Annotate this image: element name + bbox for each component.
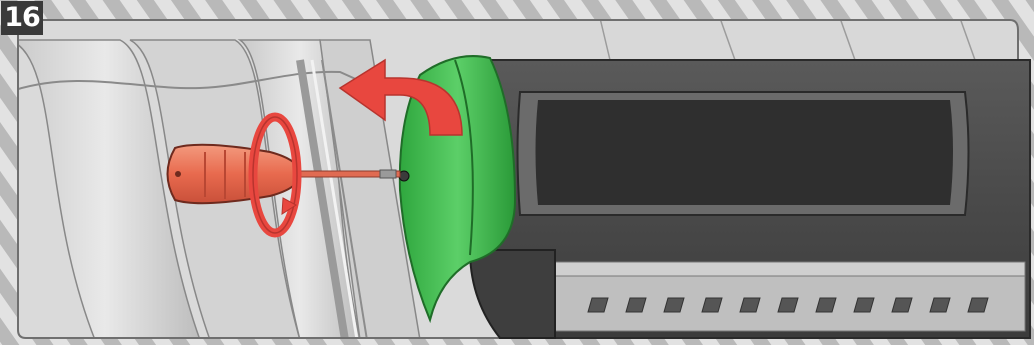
step-number-badge: 16 [1, 1, 43, 35]
roller-tube [470, 60, 1030, 338]
